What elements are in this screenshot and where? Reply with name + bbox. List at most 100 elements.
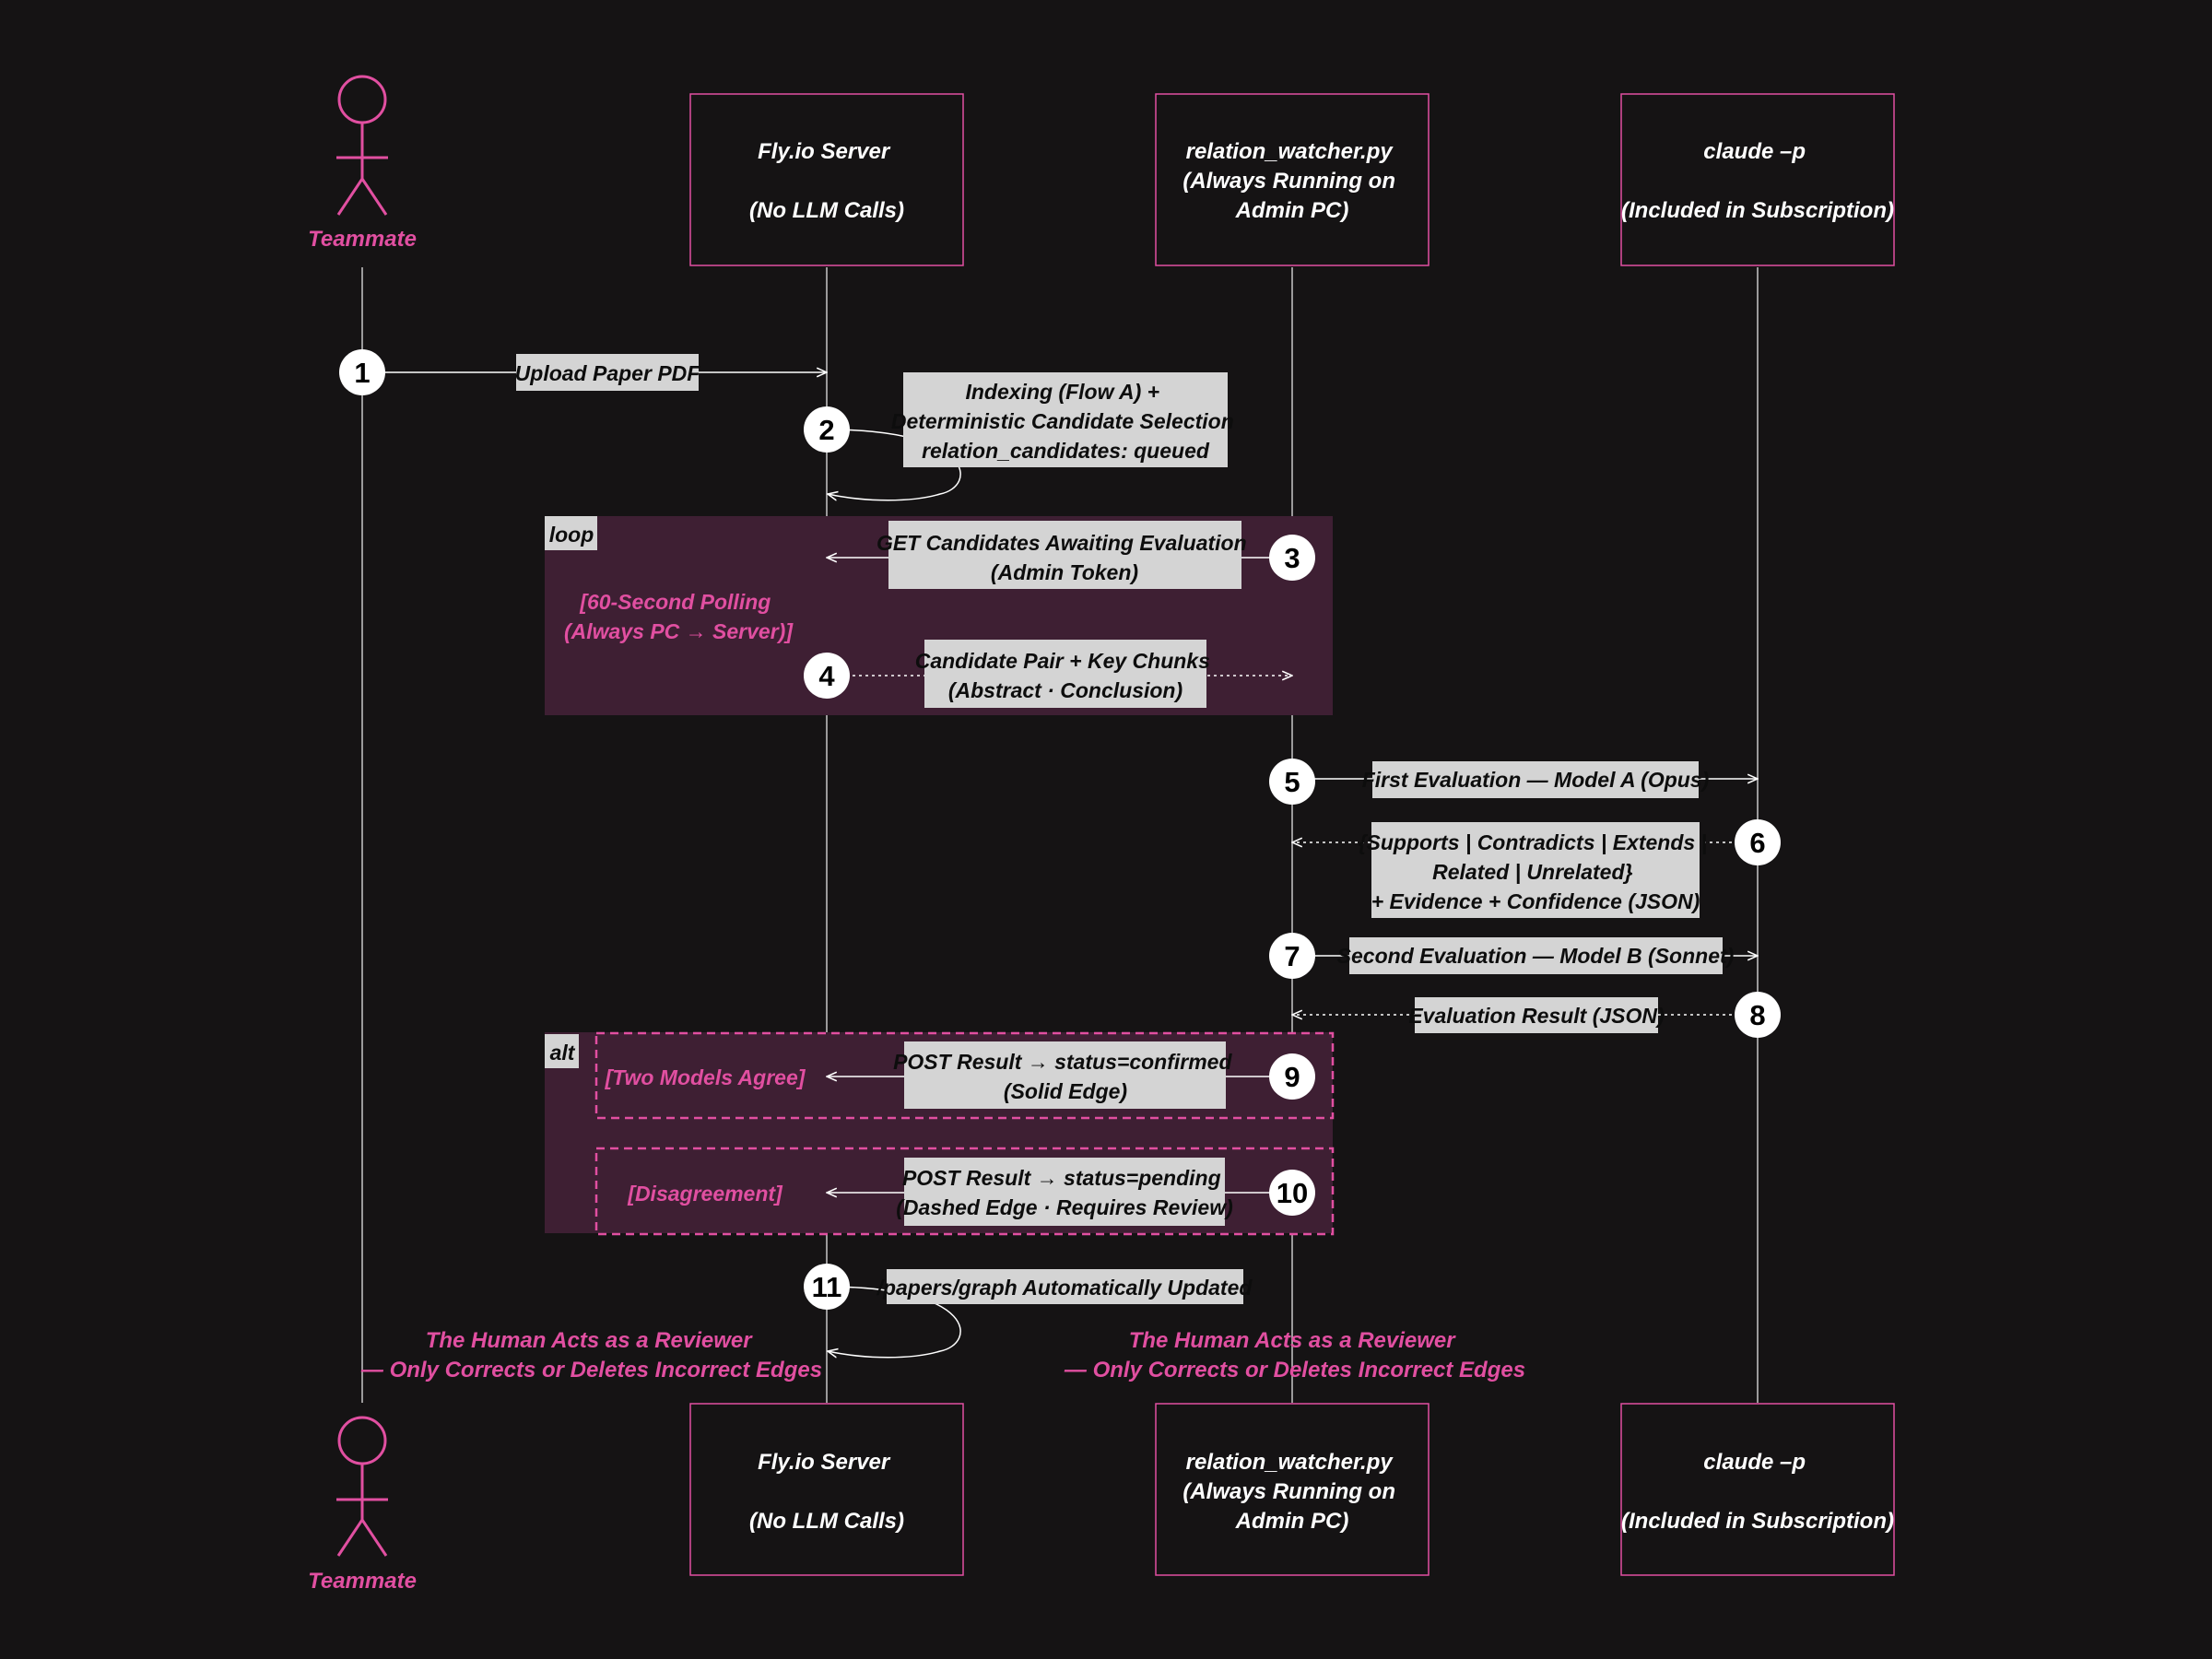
message-label-text: Evaluation Result (JSON)	[1408, 1004, 1664, 1028]
participant-box	[1620, 1403, 1895, 1576]
message-label-bg	[924, 640, 1206, 708]
step-badge-10: 10	[1269, 1170, 1315, 1216]
step-badge-number: 7	[1284, 940, 1300, 972]
participant-label-line: (No LLM Calls)	[749, 1509, 904, 1534]
step-badge-2: 2	[804, 406, 850, 453]
message-label-line: Deterministic Candidate Selection	[891, 409, 1234, 433]
participant-label-line: claude –p	[1703, 1450, 1806, 1475]
step-badge-6: 6	[1735, 819, 1781, 865]
step-badge-1: 1	[339, 349, 385, 395]
message-label-line: + Evidence + Confidence (JSON)	[1371, 889, 1700, 913]
message-label-bg	[516, 354, 699, 391]
message-label-line: {Supports | Contradicts | Extends |	[1359, 830, 1707, 854]
step-badge-number: 1	[354, 357, 370, 389]
step-badge-number: 3	[1284, 542, 1300, 574]
actor-head	[337, 75, 387, 124]
participant-label-line: (Included in Subscription)	[1621, 198, 1894, 223]
message-label-2: Indexing (Flow A) + Deterministic Candid…	[891, 372, 1234, 467]
alt-condition-agree: [Two Models Agree]	[605, 1065, 806, 1089]
message-label-bg	[904, 1041, 1226, 1109]
step-badge-circle	[804, 653, 850, 699]
message-label-bg	[1372, 761, 1699, 798]
reviewer-note-left: The Human Acts as a Reviewer — Only Corr…	[360, 1328, 822, 1382]
participant-server-top: Fly.io Server (No LLM Calls)	[689, 93, 964, 266]
step-badge-circle	[804, 1264, 850, 1310]
participant-label-line: (No LLM Calls)	[749, 198, 904, 223]
message-label-line: (Dashed Edge · Requires Review)	[896, 1195, 1233, 1219]
alt-tag: alt	[550, 1041, 576, 1065]
message-label-text: POST Result → status=pending (Dashed Edg…	[896, 1166, 1233, 1219]
participant-claude-bottom: claude –p (Included in Subscription)	[1620, 1403, 1895, 1576]
message-label-line: Candidate Pair + Key Chunks	[915, 649, 1210, 673]
step-badge-number: 10	[1277, 1177, 1308, 1209]
step-badge-circle	[1269, 1170, 1315, 1216]
participant-label-line: Fly.io Server	[758, 1450, 891, 1475]
message-label-line: Second Evaluation — Model B (Sonnet)	[1337, 944, 1735, 968]
message-label-line: Upload Paper PDF	[515, 361, 701, 385]
message-label-line: POST Result → status=pending	[902, 1166, 1221, 1190]
step-badge-number: 2	[818, 414, 834, 446]
step-badge-7: 7	[1269, 933, 1315, 979]
message-label-3: GET Candidates Awaiting Evaluation (Admi…	[877, 521, 1253, 589]
message-label-text: Second Evaluation — Model B (Sonnet)	[1337, 944, 1735, 968]
alt-branch-disagree	[594, 1147, 1335, 1236]
loop-condition: [60-Second Polling (Always PC → Server)]	[564, 590, 794, 643]
step-badge-8: 8	[1735, 992, 1781, 1038]
message-label-bg	[1349, 937, 1723, 974]
message-label-text: {Supports | Contradicts | Extends | Rela…	[1359, 830, 1713, 913]
message-label-7: Second Evaluation — Model B (Sonnet)	[1337, 937, 1735, 974]
message-label-text: GET Candidates Awaiting Evaluation (Admi…	[877, 531, 1253, 584]
reviewer-notes: The Human Acts as a Reviewer — Only Corr…	[360, 1328, 1525, 1382]
participant-label-line: (Included in Subscription)	[1621, 1509, 1894, 1534]
participants-top: Fly.io Server (No LLM Calls) relation_wa…	[308, 75, 1895, 266]
message-label-line: GET Candidates Awaiting Evaluation	[877, 531, 1247, 555]
reviewer-note-line: The Human Acts as a Reviewer	[426, 1328, 754, 1353]
participant-label: relation_watcher.py (Always Running on A…	[1182, 139, 1401, 223]
message-label-text: Candidate Pair + Key Chunks (Abstract · …	[915, 649, 1217, 702]
step-badges: 1 2 3 4 5 6 7 8 9 10 11	[339, 349, 1781, 1310]
step-badge-circle	[1269, 933, 1315, 979]
step-badge-number: 5	[1284, 766, 1300, 798]
message-label-line: Indexing (Flow A) +	[965, 380, 1159, 404]
participant-label-line: (Always Running on	[1182, 169, 1395, 194]
participant-label-line: claude –p	[1703, 139, 1806, 164]
actor-leg-right	[360, 178, 388, 216]
participant-box	[1155, 1403, 1430, 1576]
message-label-bg	[1371, 822, 1700, 918]
actor-head	[337, 1416, 387, 1465]
message-labels: Upload Paper PDF Indexing (Flow A) + Det…	[515, 354, 1735, 1304]
loop-condition-line-1: [60-Second Polling	[579, 590, 771, 614]
step-badge-number: 9	[1284, 1061, 1300, 1093]
message-label-line: Related | Unrelated}	[1432, 860, 1632, 884]
actor-leg-left	[336, 178, 364, 216]
message-label-line: Evaluation Result (JSON)	[1408, 1004, 1664, 1028]
loop-tag: loop	[549, 523, 594, 547]
participant-label: claude –p (Included in Subscription)	[1621, 139, 1894, 223]
message-label-bg	[1415, 997, 1658, 1033]
step-badge-number: 4	[818, 660, 835, 692]
participant-box	[1620, 93, 1895, 266]
participant-box	[689, 1403, 964, 1576]
alt-branch-agree	[594, 1031, 1335, 1120]
participant-claude-top: claude –p (Included in Subscription)	[1620, 93, 1895, 266]
message-label-text: First Evaluation — Model A (Opus)	[1362, 768, 1710, 792]
message-label-9: POST Result → status=confirmed (Solid Ed…	[893, 1041, 1232, 1109]
message-label-bg	[904, 1158, 1225, 1226]
message-label-text: /papers/graph Automatically Updated	[877, 1276, 1253, 1300]
participant-label-line: relation_watcher.py	[1186, 1450, 1394, 1475]
loop-condition-line-2: (Always PC → Server)]	[564, 619, 794, 643]
actor-leg-right	[360, 1519, 388, 1557]
message-label-bg	[887, 1269, 1243, 1304]
loop-tag-bg	[545, 516, 597, 550]
participant-label: claude –p (Included in Subscription)	[1621, 1450, 1894, 1534]
reviewer-note-line: The Human Acts as a Reviewer	[1129, 1328, 1457, 1353]
message-label-6: {Supports | Contradicts | Extends | Rela…	[1359, 822, 1713, 918]
participant-label-line: Admin PC)	[1235, 1509, 1349, 1534]
message-label-5: First Evaluation — Model A (Opus)	[1362, 761, 1710, 798]
alt-tag-bg	[545, 1034, 579, 1068]
actor-label: Teammate	[308, 1569, 417, 1594]
participant-label: Fly.io Server (No LLM Calls)	[749, 1450, 904, 1534]
step-badge-5: 5	[1269, 759, 1315, 805]
message-label-line: (Solid Edge)	[1004, 1079, 1127, 1103]
